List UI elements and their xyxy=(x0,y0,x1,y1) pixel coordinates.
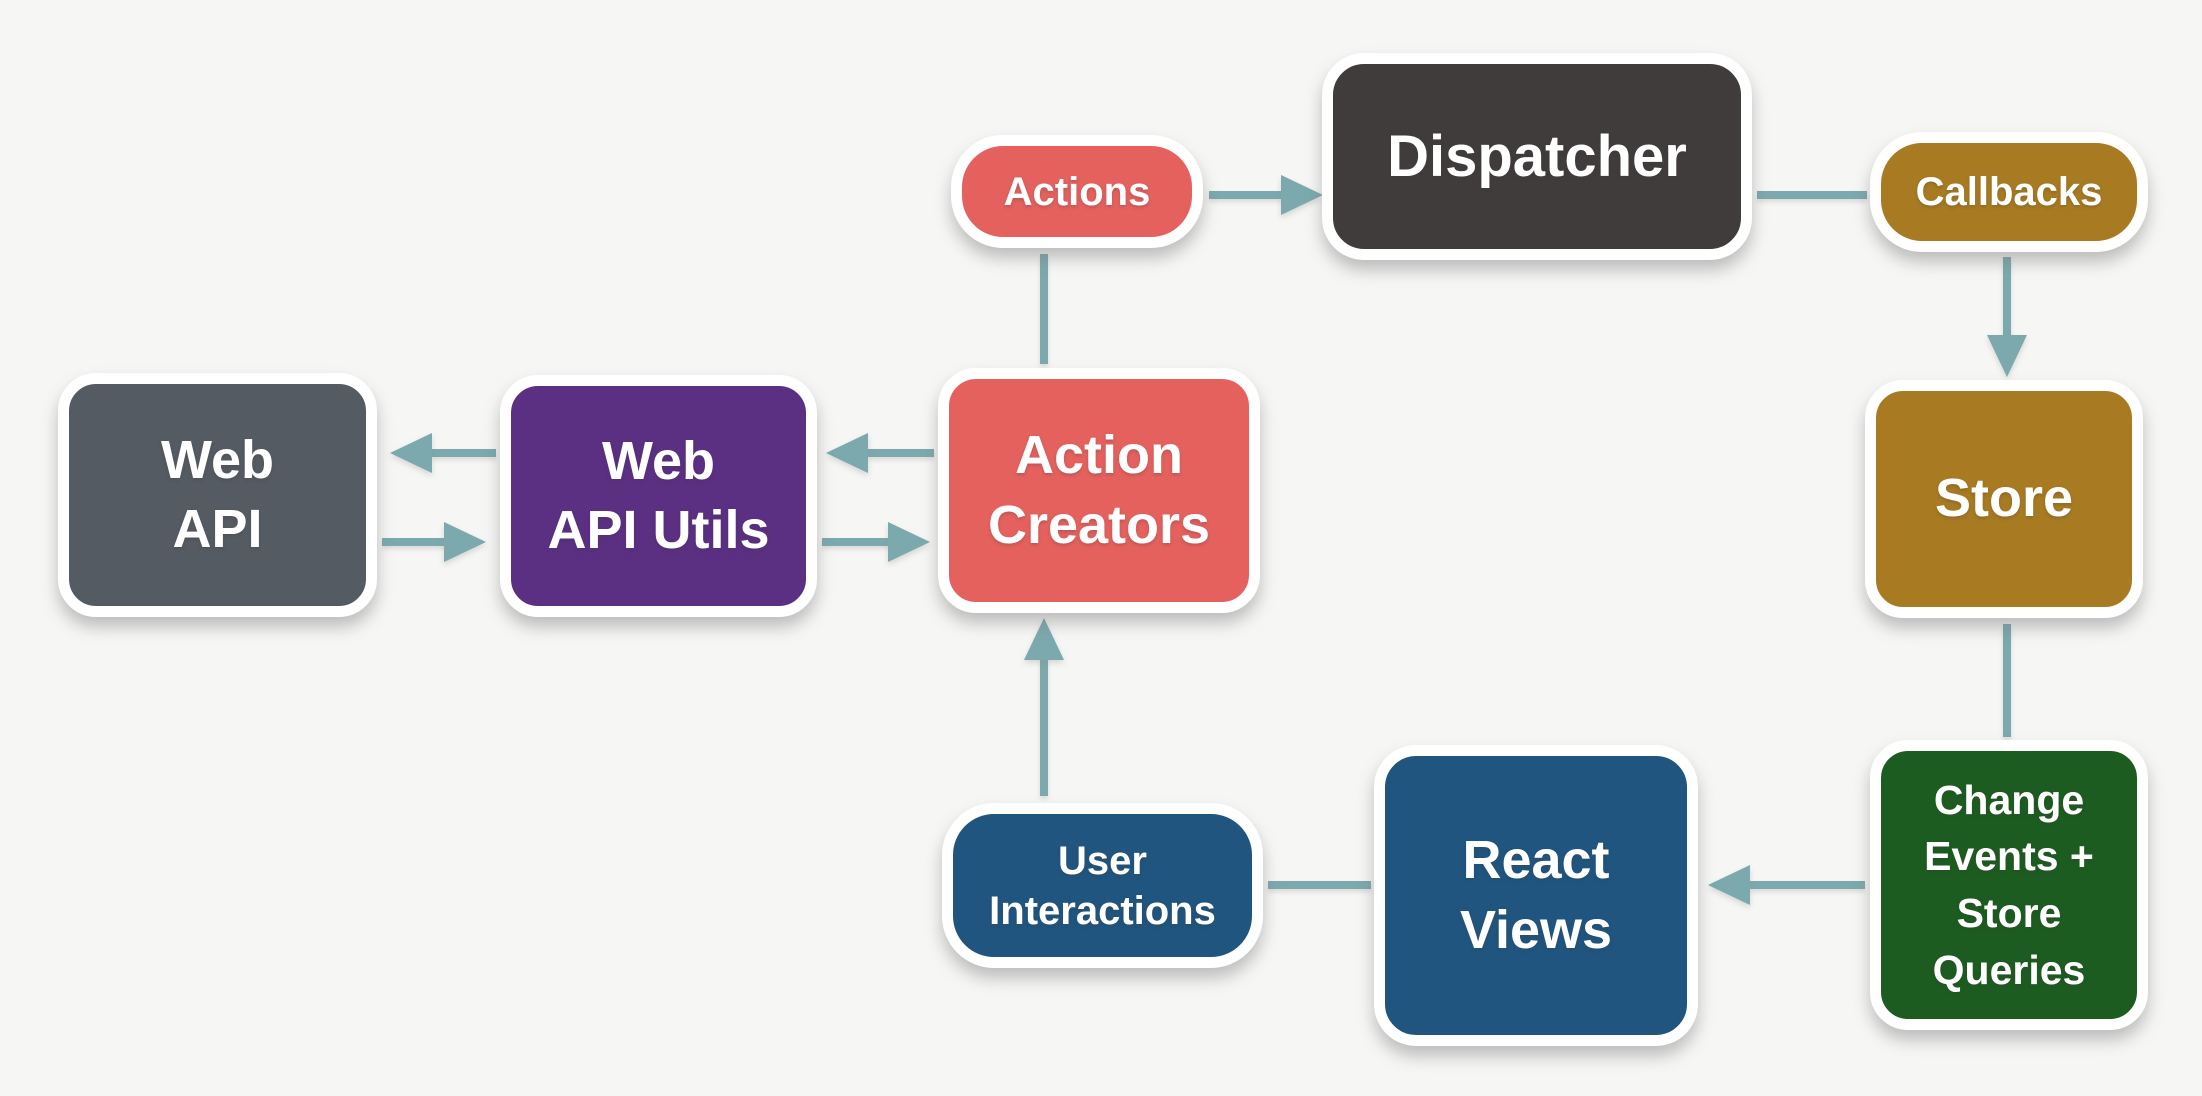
edge-action-creators-to-web-api-utils-arrowhead xyxy=(826,433,868,473)
edge-react-views-to-user-interactions-line xyxy=(1268,881,1371,889)
node-change-events: Change Events + Store Queries xyxy=(1870,740,2148,1030)
node-web-api-label-line1: Web xyxy=(160,429,274,490)
node-web-api-utils: Web API Utils xyxy=(500,375,817,617)
edge-store-to-change-events-line xyxy=(2003,624,2011,737)
node-user-interactions-label-line1: User xyxy=(1058,838,1147,883)
node-user-interactions: User Interactions xyxy=(942,803,1263,968)
node-change-events-label-line1: Change xyxy=(1933,776,2085,823)
node-action-creators-label-line2: Creators xyxy=(987,494,1211,555)
node-user-interactions-label: User Interactions xyxy=(989,836,1216,936)
node-web-api-label: Web API xyxy=(161,426,274,564)
node-react-views-label-line2: Views xyxy=(1459,899,1613,960)
node-change-events-label-line4: Queries xyxy=(1932,946,2086,993)
node-actions: Actions xyxy=(951,135,1203,248)
node-web-api-utils-label: Web API Utils xyxy=(547,427,769,565)
edge-action-creators-to-actions-line xyxy=(1040,254,1048,364)
node-action-creators: Action Creators xyxy=(938,368,1260,613)
edge-web-api-utils-to-web-api-arrowhead xyxy=(390,433,432,473)
node-user-interactions-label-line2: Interactions xyxy=(989,888,1216,933)
node-web-api-utils-label-line2: API Utils xyxy=(547,500,770,560)
node-change-events-label: Change Events + Store Queries xyxy=(1924,772,2094,998)
node-change-events-label-line3: Store xyxy=(1956,890,2062,936)
node-react-views: React Views xyxy=(1374,745,1698,1046)
edge-change-events-to-react-views-arrowhead xyxy=(1708,865,1750,905)
edge-web-api-to-web-api-utils-line xyxy=(382,538,446,546)
node-action-creators-label-line1: Action xyxy=(1015,425,1183,486)
node-web-api-label-line2: API xyxy=(172,499,263,559)
edge-action-creators-to-web-api-utils-line xyxy=(868,449,934,457)
edge-callbacks-to-store-line xyxy=(2003,257,2011,337)
node-action-creators-label: Action Creators xyxy=(988,421,1210,559)
node-web-api: Web API xyxy=(58,373,377,617)
edge-actions-to-dispatcher-arrowhead xyxy=(1281,175,1323,215)
node-react-views-label: React Views xyxy=(1460,826,1612,964)
node-store-label: Store xyxy=(1934,468,2074,529)
edge-user-interactions-to-action-creators-arrowhead xyxy=(1024,618,1064,660)
node-dispatcher: Dispatcher xyxy=(1322,53,1752,260)
node-callbacks-label: Callbacks xyxy=(1915,170,2103,214)
edge-callbacks-to-store-arrowhead xyxy=(1987,335,2027,377)
edge-web-api-to-web-api-utils-arrowhead xyxy=(444,522,486,562)
edge-web-api-utils-to-action-creators-line xyxy=(822,538,890,546)
node-change-events-label-line2: Events + xyxy=(1924,833,2094,880)
edge-actions-to-dispatcher-line xyxy=(1209,191,1283,199)
edge-web-api-utils-to-web-api-line xyxy=(432,449,496,457)
node-callbacks: Callbacks xyxy=(1870,132,2148,252)
edge-dispatcher-to-callbacks-line xyxy=(1757,191,1867,199)
node-actions-label: Actions xyxy=(1003,169,1151,214)
edge-user-interactions-to-action-creators-line xyxy=(1040,658,1048,796)
node-dispatcher-label: Dispatcher xyxy=(1387,124,1687,189)
edge-change-events-to-react-views-line xyxy=(1750,881,1865,889)
node-react-views-label-line1: React xyxy=(1462,830,1610,891)
node-store: Store xyxy=(1865,380,2143,618)
edge-web-api-utils-to-action-creators-arrowhead xyxy=(888,522,930,562)
node-web-api-utils-label-line1: Web xyxy=(601,430,715,491)
